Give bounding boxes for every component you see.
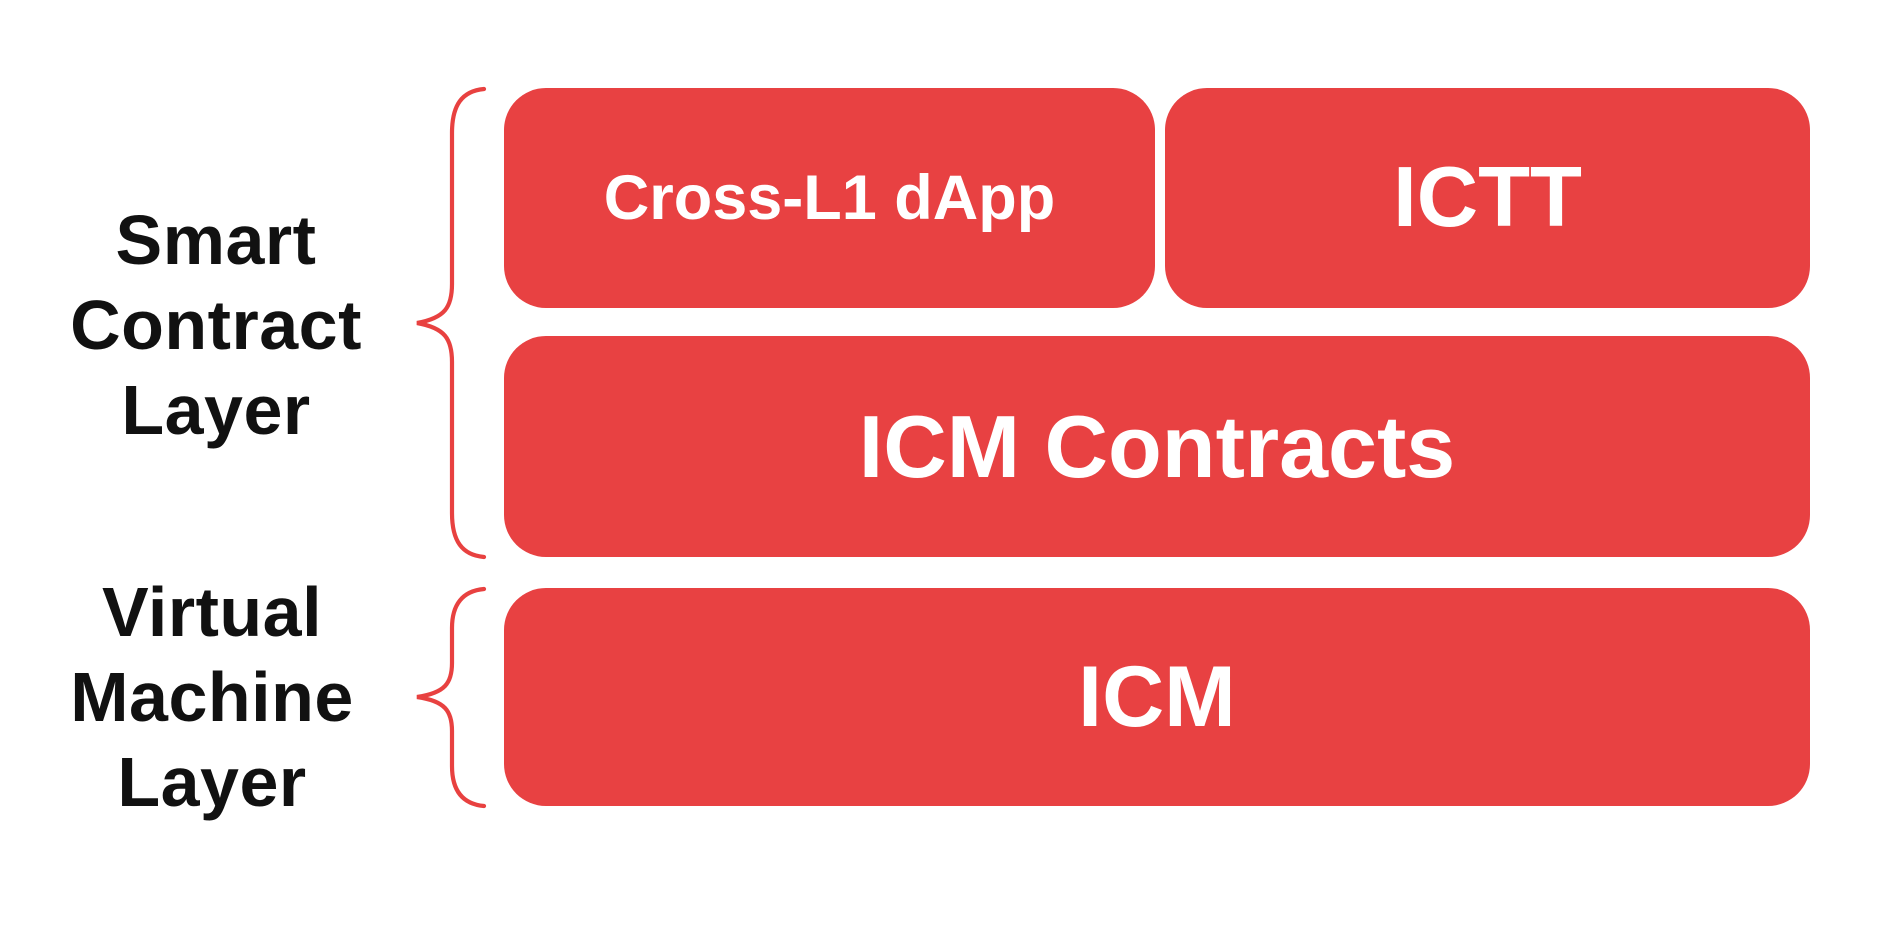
smart-contract-layer-label-line-2: Contract [70, 286, 362, 364]
virtual-machine-layer-label-line-1: Virtual [101, 573, 323, 651]
icm-box: ICM [504, 588, 1810, 806]
icm-box-label: ICM [1078, 648, 1236, 745]
ictt-box: ICTT [1165, 88, 1810, 308]
icm-contracts-box-label: ICM Contracts [858, 396, 1456, 496]
smart-contract-layer-label-line-1: Smart [115, 201, 317, 279]
smart-contract-layer-label-line-3: Layer [121, 371, 311, 449]
ictt-box-label: ICTT [1393, 150, 1582, 245]
icm-contracts-box: ICM Contracts [504, 336, 1810, 557]
virtual-machine-layer-label-line-3: Layer [117, 743, 307, 821]
virtual-machine-layer-brace-icon [416, 586, 487, 809]
cross-l1-dapp-box-label: Cross-L1 dApp [603, 163, 1056, 233]
virtual-machine-layer-label-line-2: Machine [70, 658, 354, 736]
cross-l1-dapp-box: Cross-L1 dApp [504, 88, 1155, 308]
smart-contract-layer-label: Smart Contract Layer [0, 198, 432, 453]
virtual-machine-layer-label: Virtual Machine Layer [0, 570, 424, 825]
